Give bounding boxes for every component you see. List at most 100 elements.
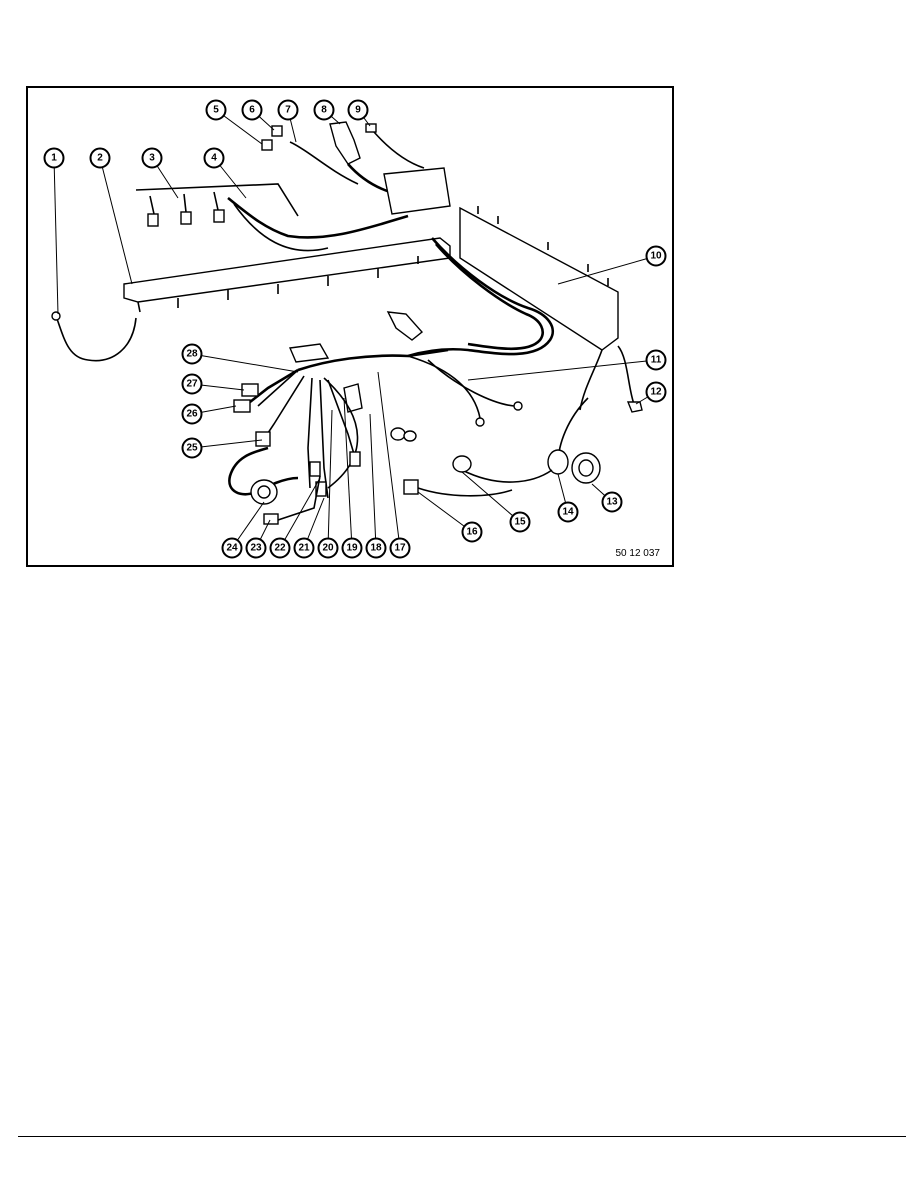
callout-label: 27: [186, 379, 198, 390]
callout-circle: [141, 147, 163, 169]
callout-8: 8: [313, 99, 335, 121]
callout-10: 10: [645, 245, 667, 267]
callout-leader-2: [99, 157, 133, 285]
callout-circle: [181, 373, 203, 395]
callout-circle: [341, 537, 363, 559]
callout-circle: [645, 349, 667, 371]
callout-label: 10: [650, 251, 662, 262]
callout-12: 12: [645, 381, 667, 403]
callout-label: 19: [346, 543, 358, 554]
callout-leader-17: [377, 371, 401, 549]
callout-leader-22: [279, 477, 321, 549]
callout-14: 14: [557, 501, 579, 523]
callout-circle: [241, 99, 263, 121]
callout-leader-15: [461, 471, 521, 523]
callout-label: 2: [97, 153, 103, 164]
wiring-harness-illustration: 1234567891011121314151617181920212223242…: [43, 99, 667, 559]
callout-label: 17: [394, 543, 406, 554]
callout-3: 3: [141, 147, 163, 169]
callout-25: 25: [181, 437, 203, 459]
callout-circle: [181, 343, 203, 365]
callout-leader-20: [327, 409, 333, 549]
callout-circle: [277, 99, 299, 121]
callout-label: 21: [298, 543, 310, 554]
callout-leader-28: [191, 353, 299, 373]
callout-circle: [601, 491, 623, 513]
callout-label: 16: [466, 527, 478, 538]
callout-26: 26: [181, 403, 203, 425]
callout-6: 6: [241, 99, 263, 121]
callout-circle: [645, 381, 667, 403]
callout-27: 27: [181, 373, 203, 395]
callout-circle: [89, 147, 111, 169]
callout-label: 26: [186, 409, 198, 420]
callout-label: 11: [651, 355, 662, 366]
callout-circle: [205, 99, 227, 121]
callout-circle: [269, 537, 291, 559]
callout-label: 4: [211, 153, 217, 164]
callout-label: 13: [606, 497, 618, 508]
callout-28: 28: [181, 343, 203, 365]
callout-circle: [509, 511, 531, 533]
callout-circle: [181, 403, 203, 425]
callout-circle: [313, 99, 335, 121]
callout-label: 20: [322, 543, 334, 554]
callout-18: 18: [365, 537, 387, 559]
callout-circle: [203, 147, 225, 169]
callout-label: 15: [514, 517, 526, 528]
harness-artwork: [51, 121, 643, 525]
callout-label: 5: [213, 105, 219, 116]
callout-circle: [43, 147, 65, 169]
callout-label: 23: [250, 543, 262, 554]
callout-label: 22: [274, 543, 286, 554]
callout-24: 24: [221, 537, 243, 559]
callout-22: 22: [269, 537, 291, 559]
callout-leader-16: [417, 491, 473, 533]
footer-divider: [18, 1136, 906, 1137]
callout-label: 28: [186, 349, 198, 360]
callout-2: 2: [89, 147, 111, 169]
callout-label: 9: [355, 105, 361, 116]
callout-circle: [221, 537, 243, 559]
callout-23: 23: [245, 537, 267, 559]
callout-17: 17: [389, 537, 411, 559]
callout-label: 24: [226, 543, 238, 554]
callout-7: 7: [277, 99, 299, 121]
callout-leader-lines: [53, 109, 657, 549]
callout-leader-11: [467, 359, 657, 381]
callout-13: 13: [601, 491, 623, 513]
callout-label: 8: [321, 105, 327, 116]
callout-circle: [317, 537, 339, 559]
callout-21: 21: [293, 537, 315, 559]
callout-label: 3: [149, 153, 155, 164]
callout-circle: [245, 537, 267, 559]
callout-16: 16: [461, 521, 483, 543]
callout-circle: [365, 537, 387, 559]
figure-code: 50 12 037: [615, 548, 661, 559]
callout-circle: [181, 437, 203, 459]
callout-circle: [557, 501, 579, 523]
callout-20: 20: [317, 537, 339, 559]
callout-label: 25: [186, 443, 198, 454]
callout-leader-25: [191, 439, 263, 449]
callout-label: 7: [285, 105, 291, 116]
callout-circle: [645, 245, 667, 267]
callout-circle: [389, 537, 411, 559]
callout-label: 14: [562, 507, 574, 518]
callout-label: 12: [650, 387, 662, 398]
callout-label: 1: [51, 153, 57, 164]
callout-9: 9: [347, 99, 369, 121]
callout-label: 6: [249, 105, 255, 116]
callout-5: 5: [205, 99, 227, 121]
callout-leader-1: [53, 157, 59, 315]
callout-1: 1: [43, 147, 65, 169]
callout-label: 18: [370, 543, 382, 554]
callout-15: 15: [509, 511, 531, 533]
callout-4: 4: [203, 147, 225, 169]
callout-leader-18: [369, 413, 377, 549]
callout-leader-10: [557, 255, 657, 285]
callout-11: 11: [645, 349, 667, 371]
callout-circle: [347, 99, 369, 121]
